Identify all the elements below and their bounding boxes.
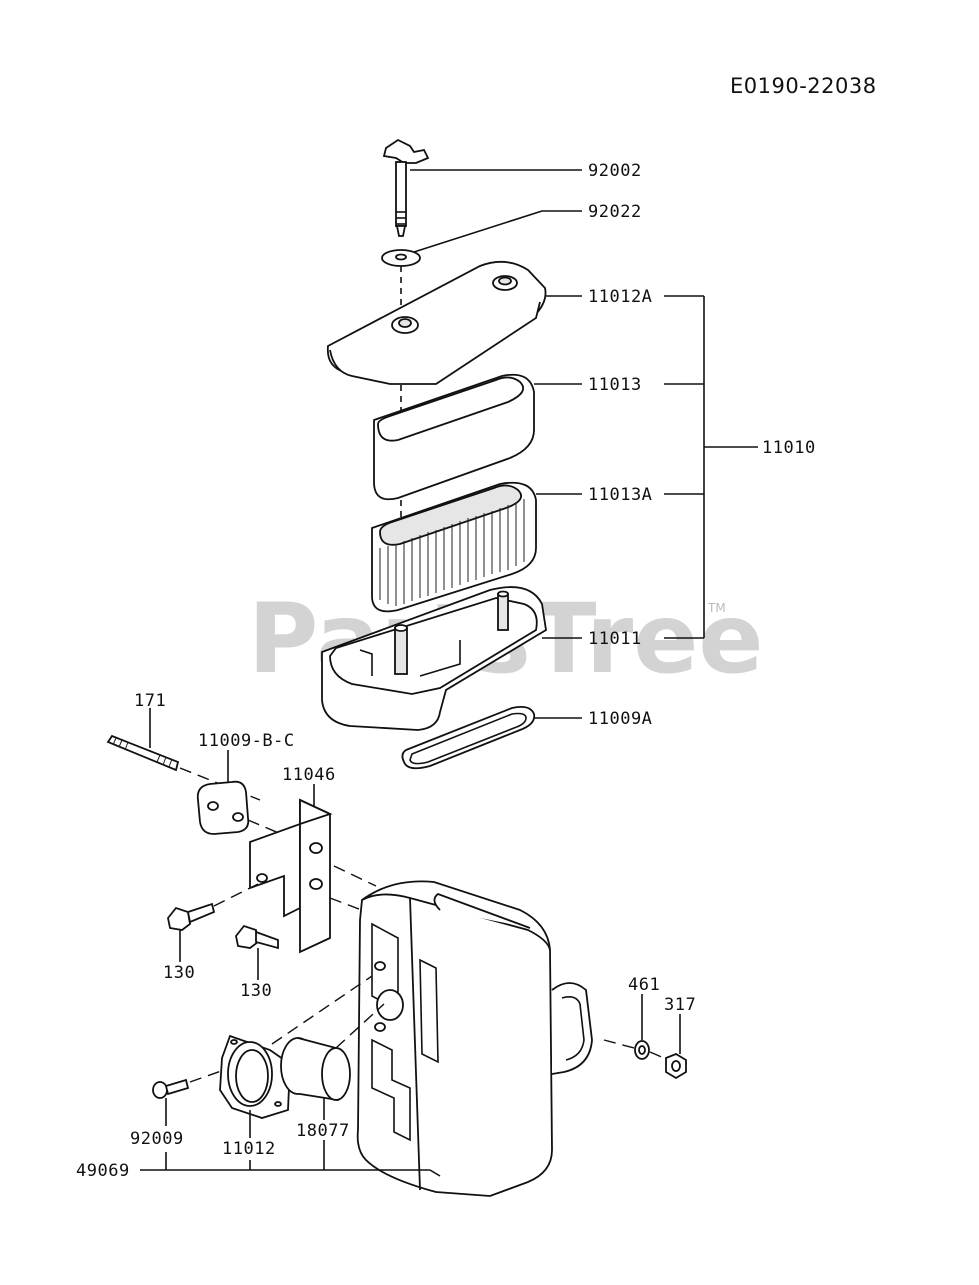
label-171: 171 <box>134 691 166 711</box>
muffler-gasket-part <box>196 780 250 835</box>
label-11009-B-C: 11009-B-C <box>198 731 295 751</box>
label-11009A: 11009A <box>588 709 652 729</box>
gasket-part <box>401 705 536 770</box>
diagram-code: E0190-22038 <box>730 74 877 98</box>
bolt-part-right <box>235 924 279 950</box>
label-92002: 92002 <box>588 161 642 181</box>
label-18077: 18077 <box>296 1121 350 1141</box>
exhaust-cover-part <box>219 1034 291 1119</box>
label-11013A: 11013A <box>588 485 652 505</box>
screw-part <box>152 1078 190 1099</box>
label-11013: 11013 <box>588 375 642 395</box>
label-92022: 92022 <box>588 202 642 222</box>
label-130-left: 130 <box>163 963 195 983</box>
label-11010: 11010 <box>762 438 816 458</box>
label-92009: 92009 <box>130 1129 184 1149</box>
air-cleaner-cover-part <box>326 260 547 385</box>
trademark: TM <box>707 601 726 615</box>
label-11012A: 11012A <box>588 287 652 307</box>
air-filter-element-part <box>371 481 537 613</box>
label-130-right: 130 <box>240 981 272 1001</box>
label-11011: 11011 <box>588 629 642 649</box>
label-11012: 11012 <box>222 1139 276 1159</box>
muffler-part <box>356 880 593 1197</box>
label-461: 461 <box>628 975 660 995</box>
wing-bolt-part <box>382 138 430 237</box>
label-11046: 11046 <box>282 765 336 785</box>
stud-part <box>106 734 180 772</box>
lock-washer-part <box>634 1040 650 1060</box>
spark-arrester-part <box>280 1037 351 1101</box>
label-49069: 49069 <box>76 1161 130 1181</box>
muffler-bracket-part <box>249 798 333 954</box>
air-cleaner-base-part <box>321 586 547 731</box>
label-317: 317 <box>664 995 696 1015</box>
nut-part <box>665 1052 687 1080</box>
bolt-part-left <box>167 902 216 931</box>
pre-cleaner-part <box>373 373 535 501</box>
